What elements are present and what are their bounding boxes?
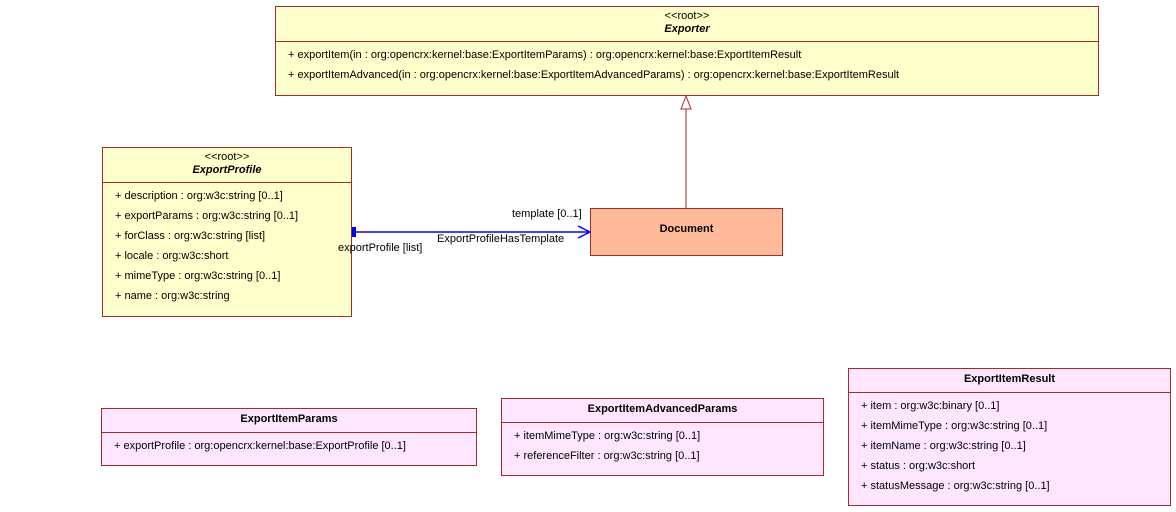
document-class[interactable]: Document — [590, 208, 783, 256]
attribute-name: + name : org:w3c:string — [115, 290, 230, 302]
export-profile-class-header: <<root>> ExportProfile — [103, 148, 351, 183]
exporter-stereotype: <<root>> — [664, 10, 710, 22]
export-item-result-class[interactable]: ExportItemResult + item : org:w3c:binary… — [848, 368, 1171, 506]
attribute-reference-filter: + referenceFilter : org:w3c:string [0..1… — [514, 450, 700, 462]
association-name: ExportProfileHasTemplate — [437, 233, 565, 245]
export-item-result-class-name: ExportItemResult — [963, 373, 1056, 385]
export-profile-stereotype: <<root>> — [204, 151, 250, 163]
exporter-class[interactable]: <<root>> Exporter + exportItem(in : org:… — [275, 6, 1099, 96]
export-item-advanced-params-header: ExportItemAdvancedParams — [502, 399, 823, 423]
association-target-role: template [0..1] — [512, 208, 582, 220]
attribute-item-mime-type: + itemMimeType : org:w3c:string [0..1] — [514, 430, 701, 442]
attribute-item-mime-type: + itemMimeType : org:w3c:string [0..1] — [861, 420, 1048, 432]
export-item-params-class-name: ExportItemParams — [240, 413, 338, 425]
export-item-result-attributes: + item : org:w3c:binary [0..1] + itemMim… — [849, 393, 1170, 498]
exporter-class-name: Exporter — [664, 23, 710, 35]
export-profile-attributes: + description : org:w3c:string [0..1] + … — [103, 183, 351, 308]
attribute-locale: + locale : org:w3c:short — [115, 250, 229, 262]
operation-export-item: + exportItem(in : org:opencrx:kernel:bas… — [288, 49, 802, 61]
attribute-item: + item : org:w3c:binary [0..1] — [861, 400, 1000, 412]
export-item-result-header: ExportItemResult — [849, 369, 1170, 393]
attribute-status-message: + statusMessage : org:w3c:string [0..1] — [861, 480, 1050, 492]
attribute-export-params: + exportParams : org:w3c:string [0..1] — [115, 210, 299, 222]
exporter-operations: + exportItem(in : org:opencrx:kernel:bas… — [276, 42, 1098, 87]
attribute-mime-type: + mimeType : org:w3c:string [0..1] — [115, 270, 281, 282]
attribute-for-class: + forClass : org:w3c:string [list] — [115, 230, 266, 242]
attribute-status: + status : org:w3c:short — [861, 460, 976, 472]
export-item-advanced-params-attributes: + itemMimeType : org:w3c:string [0..1] +… — [502, 423, 823, 468]
attribute-export-profile: + exportProfile : org:opencrx:kernel:bas… — [114, 440, 406, 452]
export-item-advanced-params-class[interactable]: ExportItemAdvancedParams + itemMimeType … — [501, 398, 824, 476]
association-source-role: exportProfile [list] — [338, 242, 423, 254]
export-item-params-class[interactable]: ExportItemParams + exportProfile : org:o… — [101, 408, 477, 466]
generalization-arrowhead — [680, 94, 692, 110]
attribute-description: + description : org:w3c:string [0..1] — [115, 190, 283, 202]
export-item-params-attributes: + exportProfile : org:opencrx:kernel:bas… — [102, 433, 476, 458]
export-profile-class-name: ExportProfile — [192, 164, 262, 176]
export-item-params-header: ExportItemParams — [102, 409, 476, 433]
export-profile-class[interactable]: <<root>> ExportProfile + description : o… — [102, 147, 352, 317]
operation-export-item-advanced: + exportItemAdvanced(in : org:opencrx:ke… — [288, 69, 900, 81]
association-source-end-marker — [352, 227, 356, 237]
exporter-class-header: <<root>> Exporter — [276, 7, 1098, 42]
export-item-advanced-params-class-name: ExportItemAdvancedParams — [587, 403, 738, 415]
attribute-item-name: + itemName : org:w3c:string [0..1] — [861, 440, 1026, 452]
document-class-name: Document — [659, 223, 714, 235]
